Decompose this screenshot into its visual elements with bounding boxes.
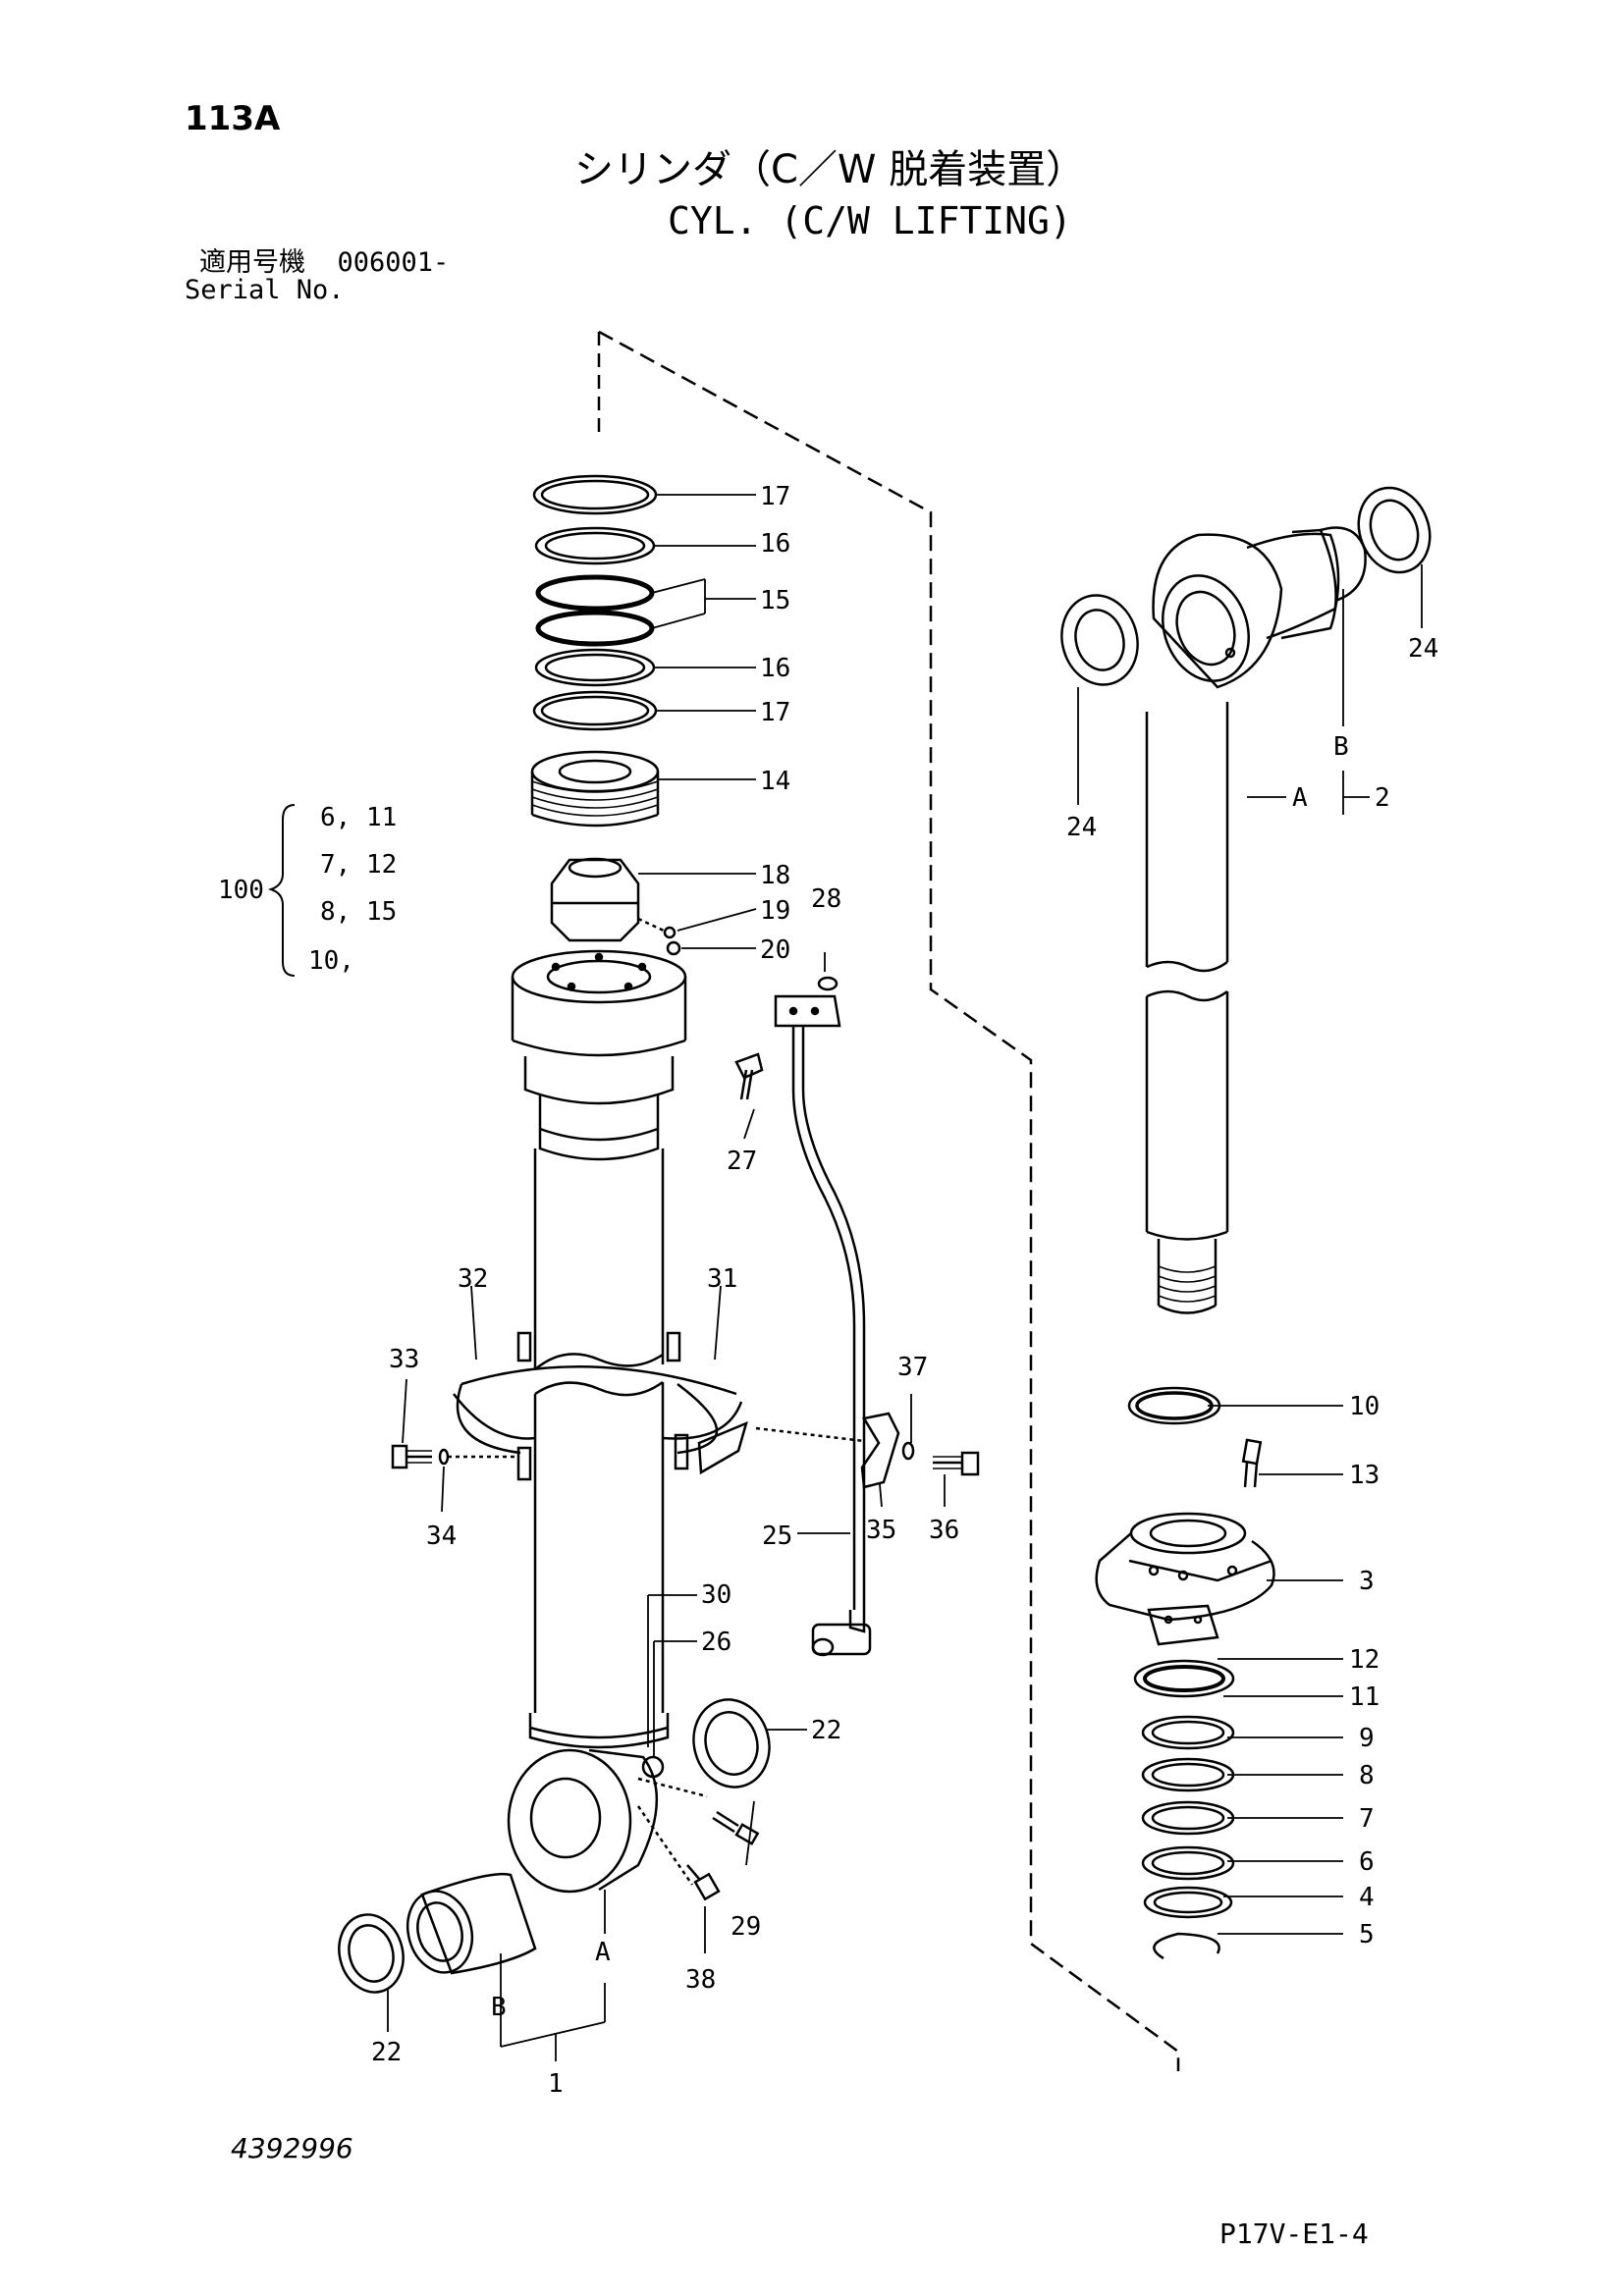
callout-35: 35 (866, 1516, 897, 1545)
page-title-english: CYL. (C/W LIFTING) (668, 199, 1072, 242)
kit-line-1: 6, 11 (320, 803, 398, 832)
callout-22-lower: 22 (371, 2038, 403, 2067)
serial-label-english: Serial No. (185, 275, 345, 305)
callout-4: 4 (1359, 1883, 1375, 1912)
callout-28: 28 (811, 884, 842, 914)
piston-rod (1060, 486, 1432, 1314)
callout-15: 15 (760, 586, 791, 615)
assembly-dashed-line-2 (598, 330, 1180, 2071)
seal-stack (530, 474, 660, 828)
callout-25: 25 (762, 1522, 793, 1551)
kit-number: 100 (218, 876, 264, 905)
callout-20: 20 (760, 935, 791, 965)
kit-line-3: 8, 15 (320, 897, 398, 927)
callout-10: 10 (1349, 1392, 1380, 1421)
callout-16-lower: 16 (760, 654, 791, 683)
callout-30: 30 (701, 1580, 732, 1610)
callout-3: 3 (1359, 1567, 1375, 1596)
callout-5: 5 (1359, 1920, 1375, 1949)
callout-17: 17 (760, 482, 791, 511)
callout-24-right: 24 (1408, 634, 1439, 664)
callout-2: 2 (1375, 783, 1390, 813)
callout-14: 14 (760, 767, 791, 796)
callout-12: 12 (1349, 1645, 1380, 1675)
callout-1: 1 (548, 2069, 564, 2099)
page-id: P17V-E1-4 (1219, 2217, 1369, 2250)
ref-letter-b-lower: B (491, 1993, 507, 2022)
callout-7: 7 (1359, 1804, 1375, 1834)
leader-lines (387, 494, 1423, 2061)
callout-34: 34 (426, 1522, 458, 1551)
callout-18: 18 (760, 861, 791, 890)
callout-36: 36 (929, 1516, 960, 1545)
callout-19: 19 (760, 896, 791, 926)
kit-line-4: 10, (308, 946, 354, 976)
callout-26: 26 (701, 1628, 732, 1657)
callout-29: 29 (731, 1912, 762, 1942)
ref-letter-a-lower: A (595, 1938, 611, 1967)
callout-8: 8 (1359, 1761, 1375, 1790)
ref-letter-b-upper: B (1333, 732, 1349, 762)
callout-37: 37 (897, 1353, 929, 1382)
callout-13: 13 (1349, 1461, 1380, 1490)
kit-brace (267, 804, 296, 977)
rod-gland (1095, 1386, 1275, 1960)
document-number: 4392996 (231, 2132, 353, 2164)
callout-33: 33 (389, 1345, 420, 1374)
callout-31: 31 (707, 1264, 738, 1294)
callout-11: 11 (1349, 1682, 1380, 1712)
callout-27: 27 (727, 1147, 758, 1176)
callout-22: 22 (811, 1716, 842, 1745)
callout-32: 32 (458, 1264, 489, 1294)
callout-38: 38 (685, 1965, 717, 1995)
hex-nut (550, 857, 681, 956)
cylinder-tube (507, 949, 708, 1894)
mounting-band (391, 1331, 748, 1481)
page-title-japanese: シリンダ（C／W 脱着装置） (574, 147, 1086, 192)
hydraulic-pipe (686, 976, 980, 1901)
kit-line-2: 7, 12 (320, 850, 398, 880)
callout-24-left: 24 (1066, 813, 1098, 842)
callout-6: 6 (1359, 1847, 1375, 1877)
callout-16: 16 (760, 529, 791, 559)
lower-bushings (338, 1698, 771, 1994)
serial-label-japanese: 適用号機 006001- (199, 247, 450, 278)
ref-letter-a-upper: A (1292, 783, 1308, 813)
callout-9: 9 (1359, 1724, 1375, 1753)
callout-17-lower: 17 (760, 698, 791, 727)
page-code: 113A (185, 99, 281, 138)
